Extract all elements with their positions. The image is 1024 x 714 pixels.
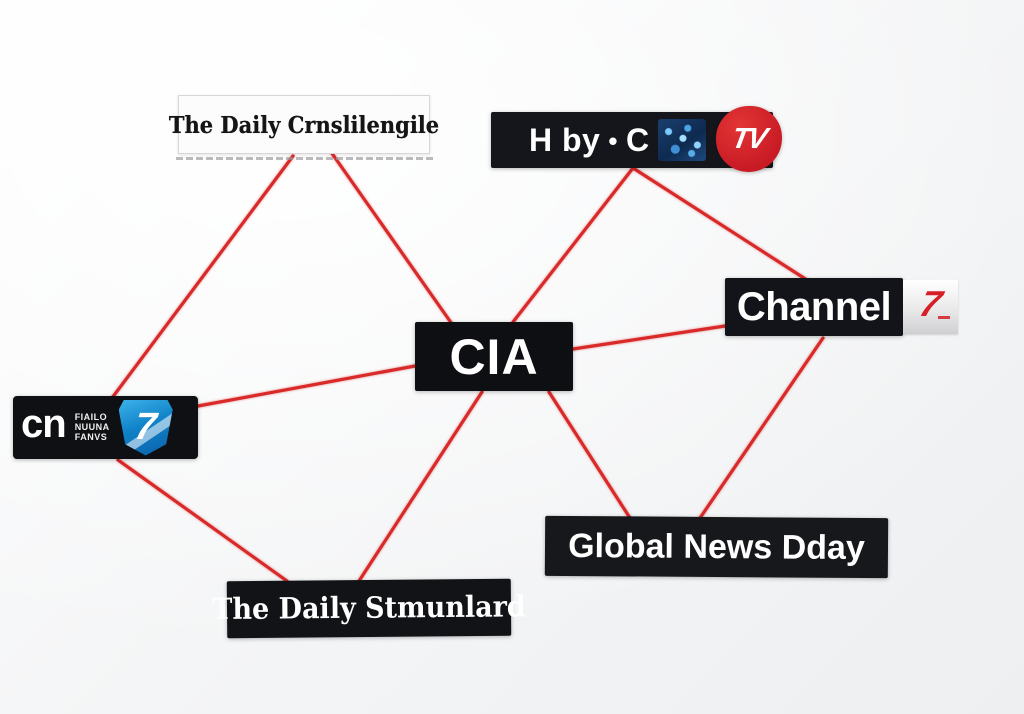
edge-network_tv-channel7 [631, 166, 809, 282]
node-cia: CIA [415, 322, 573, 391]
node-letter: C [625, 121, 650, 158]
cn-small-text: FIAILO NUUNA FANVS [75, 413, 110, 442]
cn-small-line: NUUNA [74, 422, 110, 432]
seven-panel: 7 [903, 280, 958, 334]
node-channel-7: Channel 7 [725, 278, 958, 336]
node-label: Channel [736, 284, 892, 329]
tv-circle-icon: TV [716, 106, 782, 172]
node-label: H by [529, 121, 601, 158]
bullet-separator: • [608, 125, 618, 156]
edge-channel7-global [698, 336, 825, 520]
edge-channel7-cia [571, 324, 727, 351]
edge-cia-standard [357, 390, 484, 583]
edge-cn-standard [116, 458, 289, 583]
edge-chronicle-cia [329, 150, 454, 326]
edge-chronicle-cn [110, 154, 295, 400]
node-network-tv: H by • C TV [491, 106, 782, 172]
tv-label: TV [729, 122, 769, 155]
blue-qr-icon [657, 119, 706, 161]
edge-cia-global [547, 390, 632, 520]
channel-box: Channel [725, 278, 903, 336]
microtext-rule [176, 157, 436, 160]
node-daily-standard: The Daily Stmunlard [212, 578, 526, 639]
shield-seven-label: 7 [132, 406, 159, 448]
edge-network_tv-cia [511, 166, 635, 324]
node-label: cn [21, 402, 67, 446]
node-daily-chronicle: The Daily Crnslilengile [169, 95, 439, 160]
node-global-news: Global News Dday [544, 515, 889, 579]
cn-small-line: FIAILO [74, 412, 108, 422]
seven-underline [938, 316, 950, 319]
node-cn-7: cn FIAILO NUUNA FANVS 7 [13, 396, 198, 459]
node-label: CIA [449, 328, 539, 385]
node-label: Global News Dday [568, 526, 865, 567]
cn-small-line: FANVS [74, 432, 108, 442]
newspaper-masthead: The Daily Crnslilengile [169, 95, 439, 154]
node-label: The Daily Crnslilengile [168, 110, 440, 139]
shield-7-icon: 7 [118, 399, 173, 456]
edge-cia-cn [196, 364, 417, 408]
node-label: The Daily Stmunlard [212, 590, 526, 627]
